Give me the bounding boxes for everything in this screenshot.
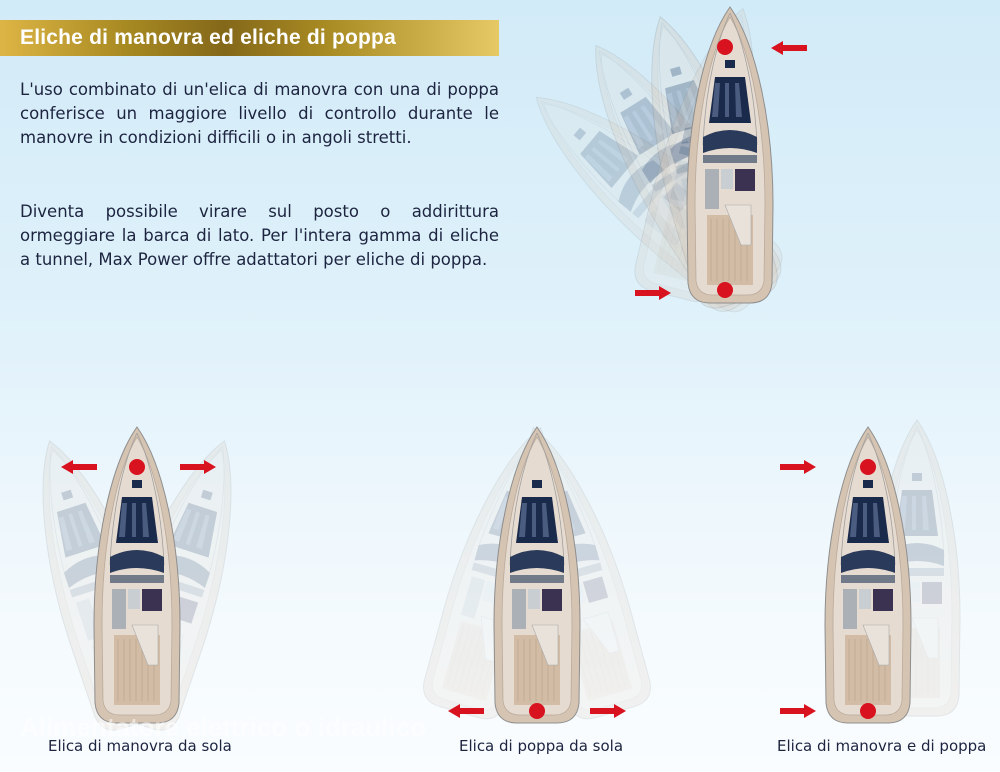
arrow-right-icon [780,704,816,718]
arrow-left-icon [771,41,807,55]
bow-thruster-only-diagram [8,426,266,737]
stern-thruster-dot [529,703,545,719]
combined-thrusters-diagram [780,419,961,724]
intro-paragraph: L'uso combinato di un'elica di manovra c… [20,80,499,147]
stern-thruster-dot [860,703,876,719]
rotation-diagram [508,0,807,322]
caption-bow-thruster: Elica di manovra da sola [48,737,232,755]
bow-thruster-dot [717,39,733,55]
title-bar: Eliche di manovra ed eliche di poppa [0,20,499,56]
caption-combined: Elica di manovra e di poppa [777,737,987,755]
bow-thruster-dot [129,459,145,475]
stern-thruster-only-diagram [417,415,657,725]
watermark-text: Alimentatore elettrico o idraulico [20,712,426,742]
caption-stern-thruster: Elica di poppa da sola [459,737,624,755]
page-title: Eliche di manovra ed eliche di poppa [20,26,396,49]
arrow-right-icon [780,460,816,474]
bow-thruster-dot [860,459,876,475]
stern-thruster-dot [717,282,733,298]
second-paragraph: Diventa possibile virare sul posto o add… [20,202,499,269]
